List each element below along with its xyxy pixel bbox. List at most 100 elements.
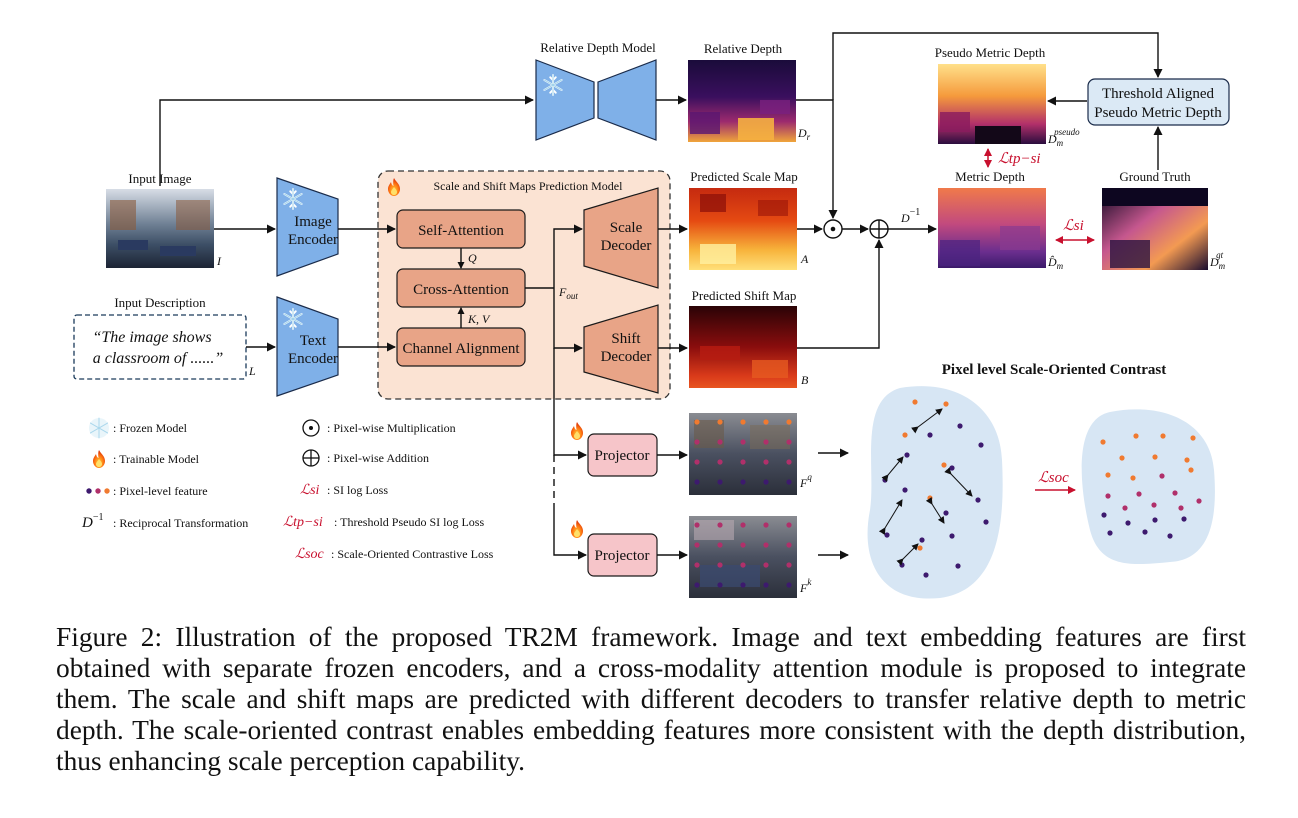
feature-dot bbox=[1167, 533, 1173, 539]
scale-map-var: A bbox=[800, 252, 809, 266]
feature-dot bbox=[763, 522, 769, 528]
feature-dot bbox=[763, 419, 769, 425]
feature-dot bbox=[717, 439, 723, 445]
svg-text:ℒtp−si: ℒtp−si bbox=[283, 515, 323, 530]
feature-dot bbox=[884, 532, 890, 538]
flame-icon bbox=[571, 422, 583, 440]
feature-dot bbox=[740, 439, 746, 445]
feature-dot bbox=[786, 582, 792, 588]
contrast-pair-arrow bbox=[911, 408, 943, 434]
svg-text:a classroom of ......”: a classroom of ......” bbox=[93, 350, 224, 367]
feature-dot bbox=[1184, 457, 1190, 463]
contrast-pair-arrow bbox=[896, 543, 919, 566]
image-encoder: Image Encoder bbox=[276, 177, 339, 277]
feature-dot bbox=[1159, 473, 1165, 479]
svg-text:Encoder: Encoder bbox=[288, 232, 338, 248]
feature-dot bbox=[1190, 435, 1196, 441]
threshold-aligned-box: Threshold Aligned Pseudo Metric Depth bbox=[1087, 78, 1230, 126]
legend-dot-purple bbox=[86, 488, 92, 494]
svg-text:: Pixel-level feature: : Pixel-level feature bbox=[113, 484, 208, 498]
feature-dot bbox=[902, 487, 908, 493]
feature-dot bbox=[763, 439, 769, 445]
text-encoder: Text Encoder bbox=[276, 296, 339, 397]
feature-dot bbox=[1160, 433, 1166, 439]
feature-dot bbox=[902, 432, 908, 438]
contrast-pair-arrow bbox=[878, 499, 903, 535]
d-inverse-label: D−1 bbox=[900, 207, 920, 225]
channel-alignment-block: Channel Alignment bbox=[396, 327, 526, 367]
prediction-model-title: Scale and Shift Maps Prediction Model bbox=[434, 179, 624, 193]
feature-dot bbox=[1196, 498, 1202, 504]
metric-depth-title: Metric Depth bbox=[955, 169, 1025, 184]
svg-text:: Frozen Model: : Frozen Model bbox=[113, 421, 188, 435]
ground-truth-map bbox=[1102, 188, 1208, 270]
feature-dot bbox=[740, 479, 746, 485]
svg-text:ℒsoc: ℒsoc bbox=[295, 547, 325, 562]
legend: : Frozen Model : Trainable Model : Pixel… bbox=[81, 417, 494, 562]
feature-dot bbox=[1105, 493, 1111, 499]
contrast-dots-right bbox=[1100, 433, 1202, 539]
add-operator bbox=[869, 219, 889, 239]
shift-map-var: B bbox=[801, 373, 809, 387]
input-image-var: I bbox=[216, 254, 222, 268]
feature-dot bbox=[1172, 490, 1178, 496]
feature-dot bbox=[763, 582, 769, 588]
svg-text:Decoder: Decoder bbox=[601, 349, 652, 365]
connectors bbox=[159, 32, 1163, 560]
feature-dot bbox=[1122, 505, 1128, 511]
svg-text:: Scale-Oriented Contrastive L: : Scale-Oriented Contrastive Loss bbox=[331, 547, 494, 561]
svg-text:Projector: Projector bbox=[595, 448, 650, 464]
relative-model-title: Relative Depth Model bbox=[540, 40, 656, 55]
feature-dot bbox=[717, 419, 723, 425]
feature-dot bbox=[917, 545, 923, 551]
legend-dot-magenta bbox=[95, 488, 101, 494]
feature-dot bbox=[983, 519, 989, 525]
feature-dot bbox=[694, 459, 700, 465]
svg-text:“The image shows: “The image shows bbox=[92, 329, 211, 346]
feature-dot bbox=[955, 563, 961, 569]
feature-dot bbox=[919, 537, 925, 543]
legend-reciprocal-symbol: D−1 bbox=[81, 512, 103, 531]
contrast-dots-left bbox=[878, 399, 989, 578]
svg-text:: Threshold Pseudo SI log Loss: : Threshold Pseudo SI log Loss bbox=[334, 515, 484, 529]
relative-depth-map bbox=[688, 60, 796, 142]
feature-dot bbox=[786, 522, 792, 528]
feature-dot bbox=[904, 452, 910, 458]
feature-dot bbox=[763, 542, 769, 548]
feature-dot bbox=[740, 562, 746, 568]
feature-dot bbox=[1152, 517, 1158, 523]
feature-dot bbox=[1136, 491, 1142, 497]
feature-dot bbox=[1181, 516, 1187, 522]
feature-dot bbox=[763, 479, 769, 485]
legend-dot-orange bbox=[104, 488, 110, 494]
scale-map-title: Predicted Scale Map bbox=[690, 169, 798, 184]
flame-icon bbox=[93, 450, 105, 468]
feature-dot bbox=[1125, 520, 1131, 526]
feature-dot bbox=[899, 562, 905, 568]
feature-dot bbox=[1188, 467, 1194, 473]
svg-text:Pseudo Metric Depth: Pseudo Metric Depth bbox=[1094, 105, 1222, 121]
feature-dot bbox=[740, 459, 746, 465]
feature-dot bbox=[717, 479, 723, 485]
feature-dot bbox=[694, 439, 700, 445]
feature-dot bbox=[740, 542, 746, 548]
metric-depth-map bbox=[938, 188, 1046, 268]
feature-dot bbox=[975, 497, 981, 503]
feature-dot bbox=[882, 477, 888, 483]
input-description-title: Input Description bbox=[114, 295, 206, 310]
projector-k: Projector bbox=[587, 533, 658, 577]
feature-dot bbox=[941, 462, 947, 468]
tp-si-loss-label: ℒtp−si bbox=[998, 151, 1041, 167]
metric-depth-var: D̂m bbox=[1047, 255, 1064, 271]
shift-map-title: Predicted Shift Map bbox=[692, 288, 797, 303]
relative-depth-title: Relative Depth bbox=[704, 41, 783, 56]
feature-dot bbox=[694, 522, 700, 528]
feature-dot bbox=[786, 439, 792, 445]
feature-dot bbox=[957, 423, 963, 429]
svg-text:Shift: Shift bbox=[611, 331, 641, 347]
feature-dot bbox=[786, 562, 792, 568]
pseudo-metric-title: Pseudo Metric Depth bbox=[935, 45, 1046, 60]
contrast-blob-left bbox=[867, 386, 1003, 599]
feature-dots-q bbox=[694, 419, 792, 485]
contrast-blob-right bbox=[1081, 409, 1215, 565]
